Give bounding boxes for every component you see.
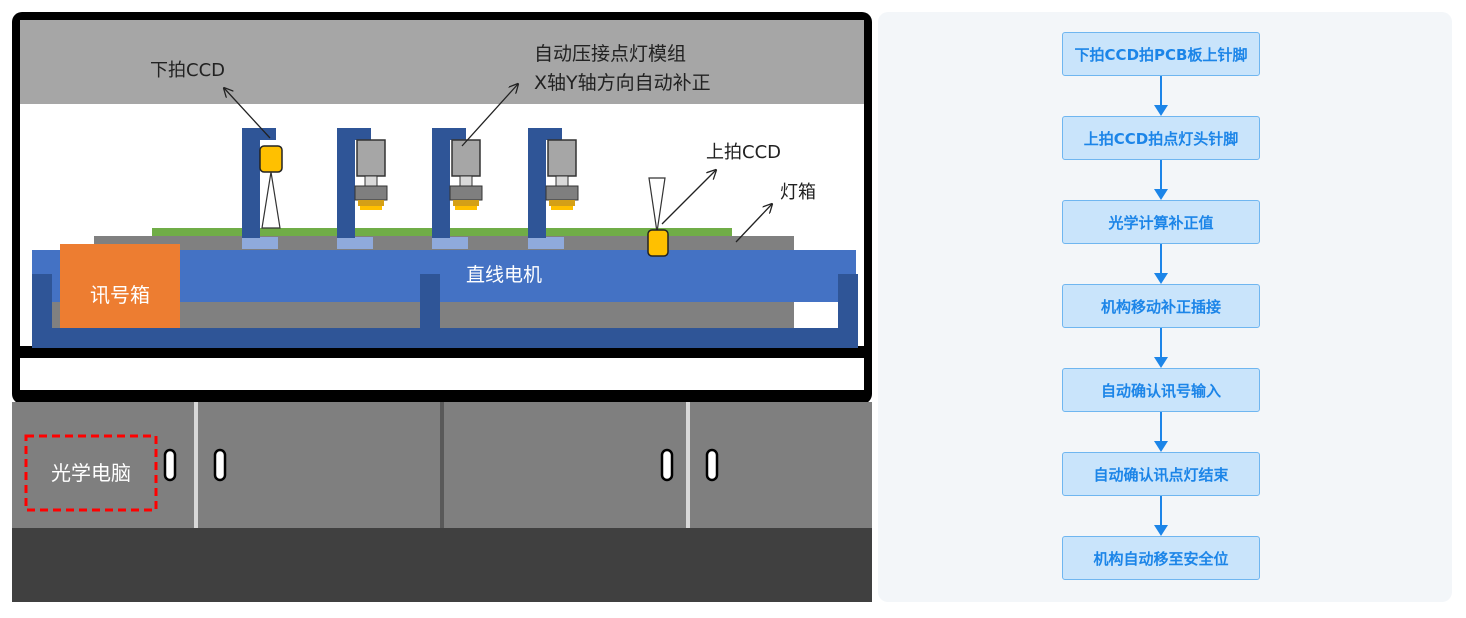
cabinet-handle: [660, 448, 674, 482]
down-ccd-label: 下拍CCD: [150, 60, 225, 81]
flow-arrow: [1154, 244, 1168, 284]
flow-step-6: 自动确认讯点灯结束: [1062, 452, 1260, 496]
flow-step-5: 自动确认讯号输入: [1062, 368, 1260, 412]
rail-inner-gray: [440, 302, 794, 330]
cabinet-handle: [705, 448, 719, 482]
pad: [528, 237, 564, 249]
lower-strip: [20, 358, 864, 390]
flow-step-7: 机构自动移至安全位: [1062, 536, 1260, 580]
ceiling: [20, 20, 864, 104]
down-ccd-head: [242, 128, 283, 238]
flow-step-4: 机构移动补正插接: [1062, 284, 1260, 328]
up-ccd-label: 上拍CCD: [706, 142, 781, 163]
cabinet-handle: [163, 448, 177, 482]
flow-arrow: [1154, 76, 1168, 116]
rail-bottom: [32, 328, 858, 348]
auto-module-label-line1: 自动压接点灯模组: [534, 43, 686, 65]
light-box-label: 灯箱: [780, 182, 816, 203]
signal-box-label: 讯号箱: [90, 283, 150, 307]
cabinet-divider: [194, 402, 198, 528]
up-ccd-arrow: [661, 170, 716, 225]
light-module-head: [432, 128, 483, 238]
signal-box: [60, 244, 180, 328]
light-module-head: [528, 128, 579, 238]
flow-arrow: [1154, 160, 1168, 200]
process-flow-panel: 下拍CCD拍PCB板上针脚 上拍CCD拍点灯头针脚 光学计算补正值 机构移动补正…: [878, 12, 1452, 602]
pad: [242, 237, 278, 249]
light-module-head: [337, 128, 388, 238]
pad: [337, 237, 373, 249]
flow-step-3: 光学计算补正值: [1062, 200, 1260, 244]
down-ccd-arrow: [224, 88, 271, 139]
light-box-arrow: [735, 204, 772, 243]
cabinet-divider: [440, 402, 444, 528]
auto-module-label-line2: X轴Y轴方向自动补正: [534, 72, 711, 94]
optical-pc-label: 光学电脑: [51, 461, 131, 485]
flow-arrow: [1154, 412, 1168, 452]
flow-step-2: 上拍CCD拍点灯头针脚: [1062, 116, 1260, 160]
machine-svg: 讯号箱 直线电机: [12, 12, 872, 602]
optical-pc-box: [24, 434, 158, 512]
rail-inner-white: [794, 302, 838, 330]
cabinet-divider: [686, 402, 690, 528]
machine-illustration: 讯号箱 直线电机: [12, 12, 872, 602]
up-ccd: [647, 177, 669, 257]
auto-module-arrow: [461, 84, 518, 147]
base-rounded-corners: [12, 528, 872, 602]
flow-step-1: 下拍CCD拍PCB板上针脚: [1062, 32, 1260, 76]
flow-arrow: [1154, 496, 1168, 536]
pad: [432, 237, 468, 249]
cabinet-handle: [213, 448, 227, 482]
flow-arrow: [1154, 328, 1168, 368]
linear-motor-label: 直线电机: [466, 264, 542, 286]
